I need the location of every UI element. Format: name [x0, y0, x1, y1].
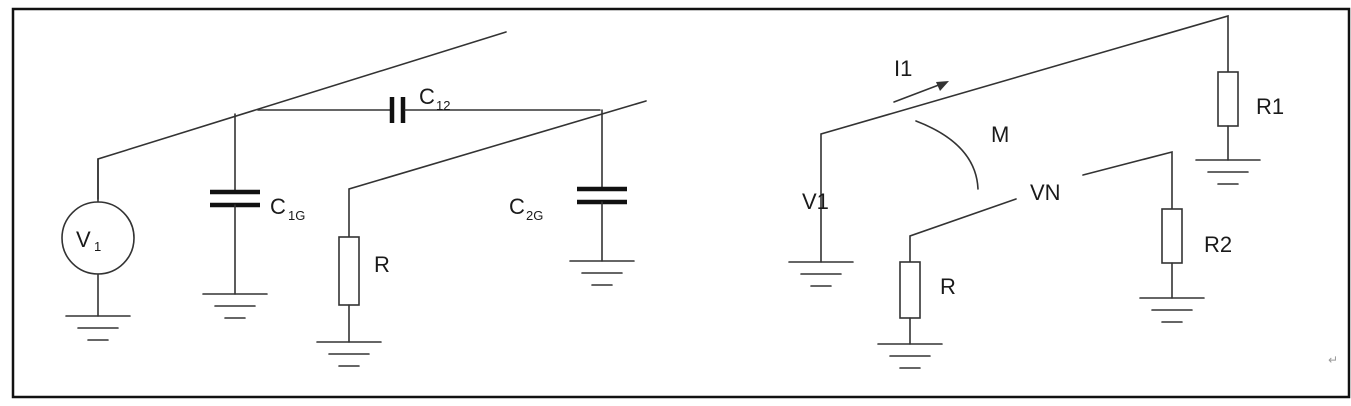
source-sub: 1 — [94, 239, 101, 254]
source-label: V — [76, 227, 91, 252]
c12-label: C — [419, 84, 435, 109]
c12-sub: 12 — [436, 98, 450, 113]
r-label: R — [374, 252, 390, 277]
mutual-arc — [915, 120, 979, 190]
current-arrow-head — [936, 81, 949, 91]
resistor-r2 — [1161, 208, 1183, 264]
left-circuit: V 1 C 1G C 12 C 2G — [61, 31, 647, 367]
current-label: I1 — [894, 56, 912, 81]
c2g-label: C — [509, 194, 525, 219]
vn-label: VN — [1030, 180, 1061, 205]
resistor-r — [899, 261, 921, 319]
c1g-sub: 1G — [288, 208, 305, 223]
r-label: R — [940, 274, 956, 299]
wire-1 — [820, 14, 1229, 263]
wire-2-right — [1082, 150, 1173, 210]
resistor-r — [338, 236, 360, 306]
voltage-source — [61, 201, 135, 275]
return-mark: ↵ — [1328, 353, 1338, 367]
mutual-label: M — [991, 122, 1009, 147]
wire-1 — [97, 31, 507, 200]
right-circuit: R1 I1 V1 M VN R2 R — [788, 14, 1284, 369]
current-arrow — [893, 82, 945, 103]
wire-2-left — [909, 198, 1017, 263]
r1-label: R1 — [1256, 94, 1284, 119]
v1-label: V1 — [802, 189, 829, 214]
c1g-label: C — [270, 194, 286, 219]
r2-label: R2 — [1204, 232, 1232, 257]
circuit-diagram: V 1 C 1G C 12 C 2G — [11, 7, 1351, 399]
diagram-frame: V 1 C 1G C 12 C 2G — [6, 4, 1351, 399]
border — [11, 7, 1351, 399]
resistor-r1 — [1217, 71, 1239, 127]
c2g-sub: 2G — [526, 208, 543, 223]
